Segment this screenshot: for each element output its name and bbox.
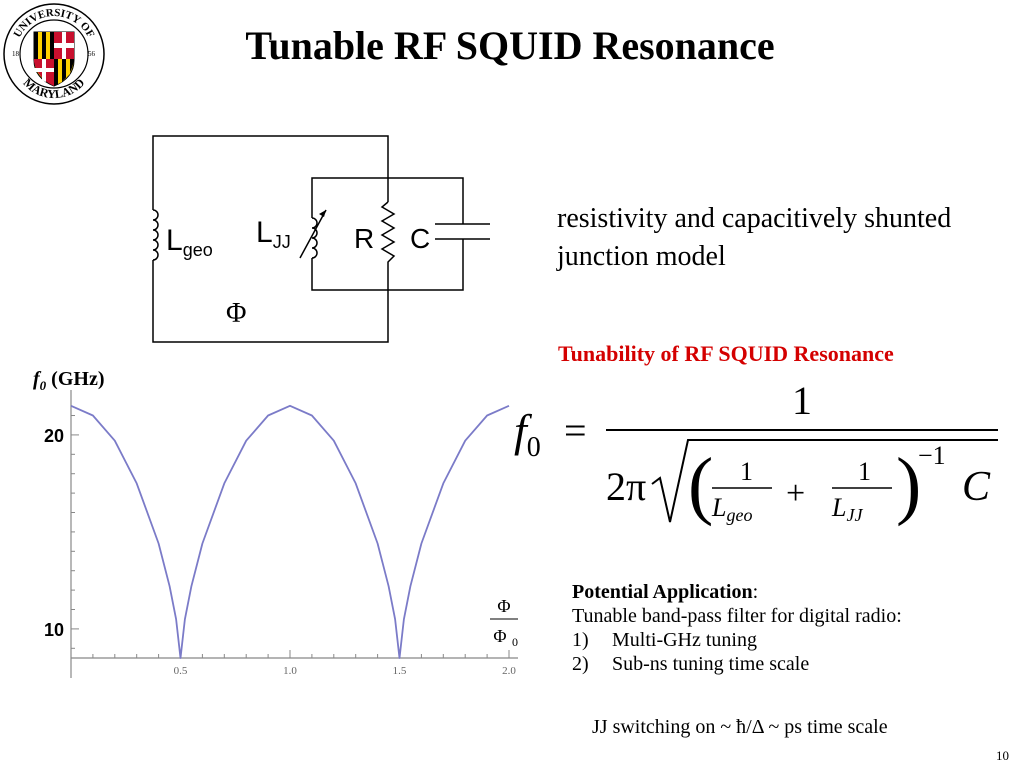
capacitor-symbol (435, 218, 490, 242)
squid-circuit-diagram: Lgeo LJJ R C Φ (152, 135, 490, 343)
left-paren-icon: ( (688, 443, 713, 527)
jj-inductor-label: LJJ (256, 216, 291, 252)
resonance-formula: f0 = 1 2π ( 1 Lgeo + 1 LJJ ) −1 C (514, 380, 998, 527)
application-colon: : (752, 581, 759, 603)
formula-exponent: −1 (918, 441, 946, 470)
application-block: Potential Application: Tunable band-pass… (572, 580, 1012, 676)
jj-inductor-coil (311, 217, 318, 259)
x-tick-label: 1.5 (393, 665, 407, 677)
chart-ticks (71, 415, 510, 658)
frac1-denominator: Lgeo (711, 493, 752, 525)
variable-arrow-icon (299, 209, 327, 259)
x-tick-label: 2.0 (502, 665, 516, 677)
y-tick-label: 10 (44, 620, 64, 640)
frac2-numerator: 1 (858, 457, 871, 486)
jj-switching-note: JJ switching on ~ ħ/Δ ~ ps time scale (592, 716, 888, 738)
geo-inductor-label: Lgeo (166, 224, 213, 260)
application-heading: Potential Application (572, 581, 753, 603)
series-line (70, 404, 510, 659)
model-description: resistivity and capacitively shunted jun… (557, 203, 952, 272)
x-label-denominator: Φ (493, 626, 506, 646)
x-tick-label: 1.0 (283, 665, 297, 677)
x-label-numerator: Φ (497, 596, 510, 616)
slide-number: 10 (996, 748, 1009, 763)
geo-inductor-coil (152, 209, 159, 261)
formula-two-pi: 2π (606, 464, 646, 509)
logo-year-left: 18 (12, 50, 20, 58)
outer-loop-wire-top (152, 135, 389, 210)
formula-plus: + (786, 475, 805, 512)
frac2-denominator: LJJ (831, 493, 863, 525)
list-item: 1)Multi-GHz tuning (572, 629, 757, 651)
capacitor-label: C (410, 223, 430, 254)
tunability-title: Tunability of RF SQUID Resonance (558, 341, 894, 366)
chart-axes (70, 390, 518, 678)
chart-ylabel: f0 (GHz) (33, 368, 105, 393)
university-seal-logo: UNIVERSITY OF MARYLAND 18 56 (3, 3, 105, 105)
y-tick-label: 20 (44, 426, 64, 446)
chart-series (70, 404, 510, 659)
right-paren-icon: ) (896, 443, 921, 527)
outer-loop-wire-bottom (152, 260, 389, 343)
frac1-numerator: 1 (740, 457, 753, 486)
list-item: 2)Sub-ns tuning time scale (572, 653, 810, 675)
resistor-label: R (354, 223, 374, 254)
logo-year-right: 56 (88, 50, 96, 58)
application-heading-line: Potential Application: (572, 580, 1012, 604)
slide-title: Tunable RF SQUID Resonance (245, 23, 775, 68)
sqrt-sign-icon (651, 439, 998, 523)
formula-capacitance: C (962, 464, 991, 510)
resistor-symbol (380, 201, 396, 268)
x-label-denominator-sub: 0 (512, 635, 518, 649)
maryland-flag-icon (33, 31, 75, 87)
formula-numerator: 1 (792, 380, 812, 423)
flux-label: Φ (226, 298, 246, 329)
application-line: Tunable band-pass filter for digital rad… (572, 605, 902, 627)
formula-equals: = (564, 408, 587, 453)
x-tick-label: 0.5 (174, 665, 188, 677)
